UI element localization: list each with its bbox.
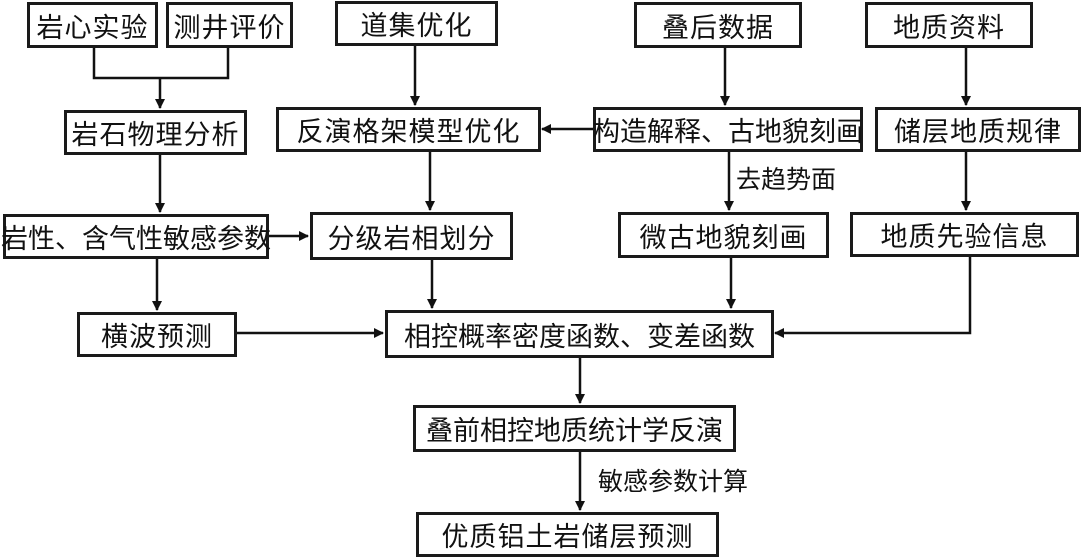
edge-label-detrend: 去趋势面 <box>736 165 837 194</box>
edge-label-sensitive-calc: 敏感参数计算 <box>598 467 749 496</box>
node-micro-paleo: 微古地貌刻画 <box>618 212 829 258</box>
node-geology-data: 地质资料 <box>865 2 1033 48</box>
edge-core-merge <box>92 47 230 80</box>
node-sensitive-params: 岩性、含气性敏感参数 <box>1 214 271 259</box>
node-prestack-inversion: 叠前相控地质统计学反演 <box>413 405 736 452</box>
node-structure-paleo: 构造解释、古地貌刻画 <box>593 107 863 152</box>
node-reservoir-prediction: 优质铝土岩储层预测 <box>416 512 719 557</box>
node-core-experiment: 岩心实验 <box>27 2 158 48</box>
node-reservoir-geology: 储层地质规律 <box>875 107 1081 152</box>
edge-prior-to-pdf <box>774 256 972 338</box>
node-facies-pdf: 相控概率密度函数、变差函数 <box>385 310 774 358</box>
node-rock-physics: 岩石物理分析 <box>64 110 247 155</box>
node-facies-classification: 分级岩相划分 <box>310 212 513 260</box>
node-geology-prior: 地质先验信息 <box>850 212 1079 257</box>
node-inversion-framework: 反演格架模型优化 <box>276 107 541 152</box>
node-post-stack-data: 叠后数据 <box>634 2 802 48</box>
node-gather-optimization: 道集优化 <box>335 1 498 46</box>
node-well-log-eval: 测井评价 <box>166 2 293 48</box>
node-shear-wave: 横波预测 <box>77 312 237 357</box>
